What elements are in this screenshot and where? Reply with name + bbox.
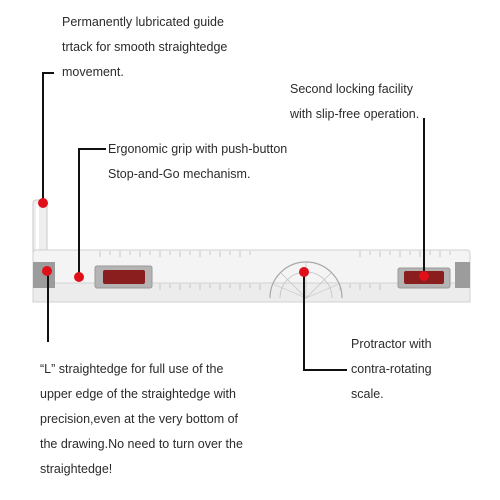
caption-grip: Ergonomic grip with push-button Stop-and…: [108, 137, 287, 187]
caption-l-edge: “L” straightedge for full use of the upp…: [40, 357, 243, 482]
caption-line: “L” straightedge for full use of the: [40, 362, 224, 376]
caption-line: contra-rotating: [351, 362, 432, 376]
caption-line: Protractor with: [351, 337, 432, 351]
leader-lock-vertical: [423, 118, 425, 276]
caption-line: scale.: [351, 387, 384, 401]
caption-line: precision,even at the very bottom of: [40, 412, 239, 426]
leader-grip-vertical: [78, 148, 80, 274]
leader-l-edge-vertical: [47, 272, 49, 342]
leader-protractor-vertical: [303, 272, 305, 370]
caption-line: Permanently lubricated guide: [62, 15, 224, 29]
caption-line: with slip-free operation.: [290, 107, 420, 121]
marker-grip: [74, 272, 84, 282]
ruler-ticks-top: [99, 251, 451, 257]
guide-track-highlight: [36, 204, 39, 258]
leader-guide-vertical: [42, 72, 44, 202]
caption-guide-track: Permanently lubricated guide trtack for …: [62, 10, 227, 85]
caption-protractor: Protractor with contra-rotating scale.: [351, 332, 432, 407]
caption-line: Second locking facility: [290, 82, 413, 96]
marker-guide-track: [38, 198, 48, 208]
right-end-cap: [455, 262, 470, 288]
caption-second-lock: Second locking facility with slip-free o…: [290, 77, 419, 127]
left-grip-button: [103, 270, 145, 284]
marker-protractor: [299, 267, 309, 277]
marker-l-edge: [42, 266, 52, 276]
marker-second-lock: [419, 271, 429, 281]
leader-grip-horizontal: [78, 148, 106, 150]
leader-protractor-horizontal: [303, 369, 347, 371]
caption-line: the drawing.No need to turn over the: [40, 437, 243, 451]
caption-line: Stop-and-Go mechanism.: [108, 167, 251, 181]
caption-line: movement.: [62, 65, 124, 79]
caption-line: Ergonomic grip with push-button: [108, 142, 288, 156]
caption-line: upper edge of the straightedge with: [40, 387, 236, 401]
caption-line: straightedge!: [40, 462, 113, 476]
caption-line: trtack for smooth straightedge: [62, 40, 228, 54]
leader-guide-horizontal: [42, 72, 54, 74]
